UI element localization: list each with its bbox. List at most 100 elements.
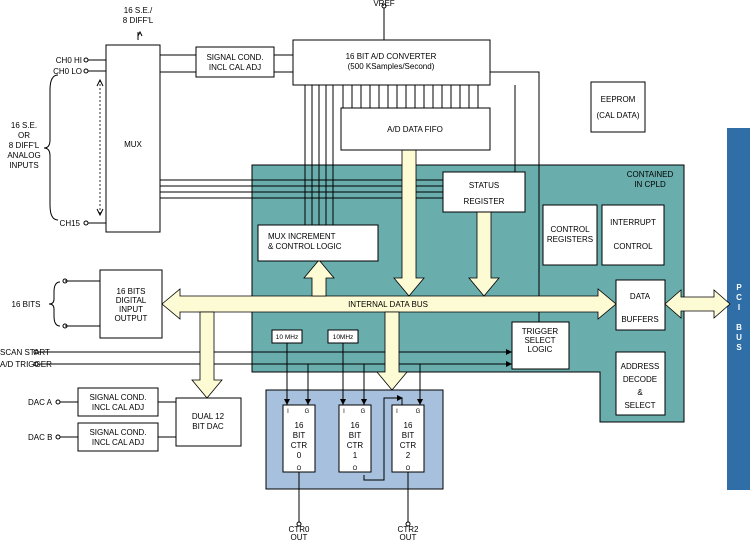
status-register-label: STATUS REGISTER (464, 181, 505, 206)
signal-cond-input-label: SIGNAL COND. INCL CAL ADJ (206, 53, 263, 72)
svg-text:INCL CAL ADJ: INCL CAL ADJ (92, 403, 144, 412)
counter-1-label: 16 BIT CTR 1 (347, 421, 364, 460)
svg-text:CONTROL: CONTROL (550, 225, 590, 234)
mux-increment-label: MUX INCREMENT & CONTROL LOGIC (268, 232, 342, 251)
svg-text:O: O (297, 466, 302, 472)
svg-text:I: I (343, 409, 345, 415)
adc-label: 16 BIT A/D CONVERTER (500 KSamples/Secon… (346, 52, 437, 71)
svg-text:SIGNAL COND.: SIGNAL COND. (89, 393, 146, 402)
digital-bits-label: 16 BITS (12, 300, 41, 309)
svg-text:OUT: OUT (400, 533, 417, 541)
svg-text:INCL CAL ADJ: INCL CAL ADJ (92, 438, 144, 447)
control-registers-label: CONTROL REGISTERS (547, 225, 593, 244)
dual-dac-label: DUAL 12 BIT DAC (192, 412, 225, 431)
counter-0-label: 16 BIT CTR 0 (291, 421, 308, 460)
mux-label: MUX (124, 140, 142, 149)
dac-b-label: DAC B (28, 433, 52, 442)
svg-text:DECODE: DECODE (623, 375, 657, 384)
ad-trigger-label: A/D TRIGGER (0, 360, 52, 369)
svg-text:O: O (353, 466, 358, 472)
svg-text:DIGITAL: DIGITAL (116, 296, 147, 305)
svg-text:B: B (736, 323, 742, 332)
digital-io-block (99, 269, 163, 339)
pci-bus-bar (727, 128, 750, 490)
ctr2-out-label: CTR2 OUT (398, 525, 419, 541)
interrupt-control-label: INTERRUPT CONTROL (610, 218, 656, 251)
status-register-block (442, 171, 526, 213)
svg-text:2: 2 (406, 451, 411, 460)
svg-text:16: 16 (295, 421, 304, 430)
eeprom-block (590, 81, 646, 133)
svg-text:REGISTER: REGISTER (464, 197, 505, 206)
svg-text:LOGIC: LOGIC (528, 345, 553, 354)
se-diff-label-2: 8 DIFF'L (123, 16, 154, 25)
channel-span (96, 78, 104, 217)
svg-text:SELECT: SELECT (624, 401, 655, 410)
svg-text:DUAL 12: DUAL 12 (192, 412, 225, 421)
fifo-to-bus-arrow (393, 149, 425, 297)
svg-text:CTR: CTR (400, 441, 417, 450)
terminals (33, 3, 411, 527)
svg-text:S: S (736, 343, 742, 352)
wire-arrowheads (284, 349, 512, 405)
signal-cond-b-label: SIGNAL COND. INCL CAL ADJ (89, 428, 146, 447)
counter-2-label: 16 BIT CTR 2 (400, 421, 417, 460)
signal-cond-a-label: SIGNAL COND. INCL CAL ADJ (89, 393, 146, 412)
pci-data-arrow (664, 289, 731, 319)
dac-a-label: DAC A (28, 398, 53, 407)
svg-text:CTR: CTR (347, 441, 364, 450)
svg-text:SIGNAL COND.: SIGNAL COND. (89, 428, 146, 437)
scan-start-label: SCAN START (0, 348, 50, 357)
interrupt-control-block (601, 204, 665, 266)
svg-text:STATUS: STATUS (469, 181, 499, 190)
adc-block (292, 39, 491, 86)
svg-text:INPUTS: INPUTS (9, 161, 38, 170)
svg-text:16 BITS: 16 BITS (117, 287, 146, 296)
svg-text:INCL CAL ADJ: INCL CAL ADJ (209, 63, 261, 72)
analog-brace (43, 74, 59, 221)
ch0-lo-label: CH0 LO (53, 67, 82, 76)
clock-2-block (327, 329, 359, 344)
svg-text:(500 KSamples/Second): (500 KSamples/Second) (348, 62, 435, 71)
control-registers-block (542, 204, 598, 266)
digital-brace (48, 281, 61, 327)
address-decode-block (615, 351, 666, 416)
signal-cond-a-block (77, 387, 159, 417)
svg-text:G: G (305, 409, 310, 415)
clock-1-label: 10 MHz (276, 334, 298, 341)
ch0-hi-label: CH0 HI (56, 56, 82, 65)
counter-pin-labels: I G O I G O I G O (287, 409, 421, 472)
ch15-label: CH15 (60, 219, 81, 228)
fifo-label: A/D DATA FIFO (387, 125, 443, 134)
vref-label: VREF (373, 0, 394, 8)
clock-2-label: 10MHz (333, 334, 354, 341)
svg-text:16 S.E.: 16 S.E. (11, 121, 37, 130)
counter-2-block (391, 404, 425, 473)
svg-text:U: U (736, 333, 742, 342)
svg-text:MUX INCREMENT: MUX INCREMENT (268, 232, 336, 241)
mux-increment-block (257, 224, 379, 262)
svg-text:BUFFERS: BUFFERS (621, 315, 658, 324)
svg-text:P: P (736, 283, 742, 292)
svg-text:&: & (637, 388, 643, 397)
ctr0-out-label: CTR0 OUT (289, 525, 310, 541)
svg-text:CTR0: CTR0 (289, 525, 310, 534)
svg-text:OUTPUT: OUTPUT (115, 314, 148, 323)
svg-text:CTR: CTR (291, 441, 308, 450)
svg-text:CONTAINED: CONTAINED (627, 170, 674, 179)
internal-data-bus-label: INTERNAL DATA BUS (348, 300, 428, 309)
svg-text:CONTROL: CONTROL (613, 242, 653, 251)
svg-text:EEPROM: EEPROM (601, 95, 636, 104)
bus-to-mux-control-arrow (303, 259, 335, 297)
svg-text:DATA: DATA (630, 292, 651, 301)
svg-text:OR: OR (18, 131, 30, 140)
address-decode-label: ADDRESS DECODE & SELECT (621, 362, 660, 410)
svg-text:TRIGGER: TRIGGER (522, 327, 559, 336)
se-diff-label-1: 16 S.E./ (124, 6, 153, 15)
signal-cond-input-block (195, 46, 275, 78)
svg-text:C: C (736, 293, 742, 302)
svg-text:G: G (416, 409, 421, 415)
status-to-bus-arrow (468, 211, 500, 297)
svg-text:I: I (396, 409, 398, 415)
